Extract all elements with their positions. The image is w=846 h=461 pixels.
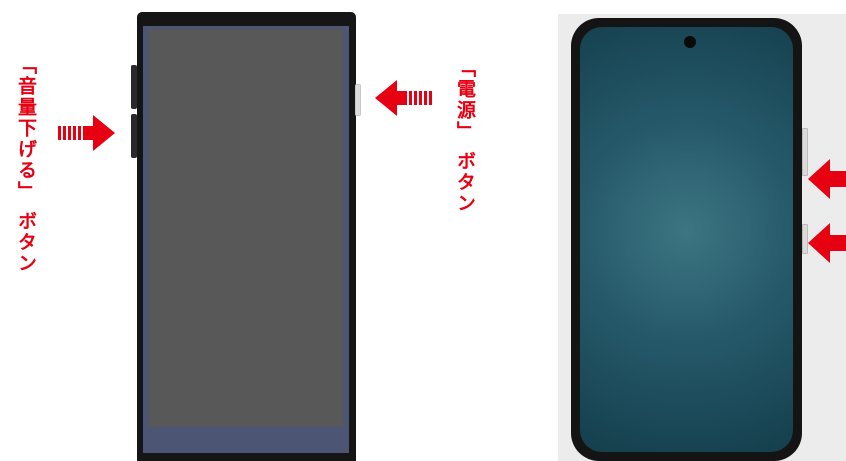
- left-phone-volume-down-key: [131, 114, 137, 158]
- right-phone-screen: [580, 27, 793, 452]
- left-phone-screen: [149, 29, 343, 427]
- volume-down-button-label: 「音量下げる」 ボタン: [15, 55, 37, 274]
- left-phone-volume-up-key: [131, 65, 137, 109]
- arrow-left-icon: [808, 223, 846, 263]
- power-button-label: 「電源」 ボタン: [454, 58, 476, 214]
- right-phone-power-key: [802, 128, 808, 176]
- right-phone-illustration: [571, 18, 802, 461]
- left-phone-power-key: [355, 84, 361, 116]
- front-camera-icon: [684, 36, 696, 48]
- left-phone-screen-frame: [143, 26, 349, 453]
- left-phone-illustration: [137, 12, 356, 461]
- arrow-right-icon: [58, 115, 115, 151]
- arrow-left-icon: [808, 159, 846, 199]
- arrow-left-icon: [375, 80, 432, 116]
- right-phone-volume-key: [802, 224, 808, 254]
